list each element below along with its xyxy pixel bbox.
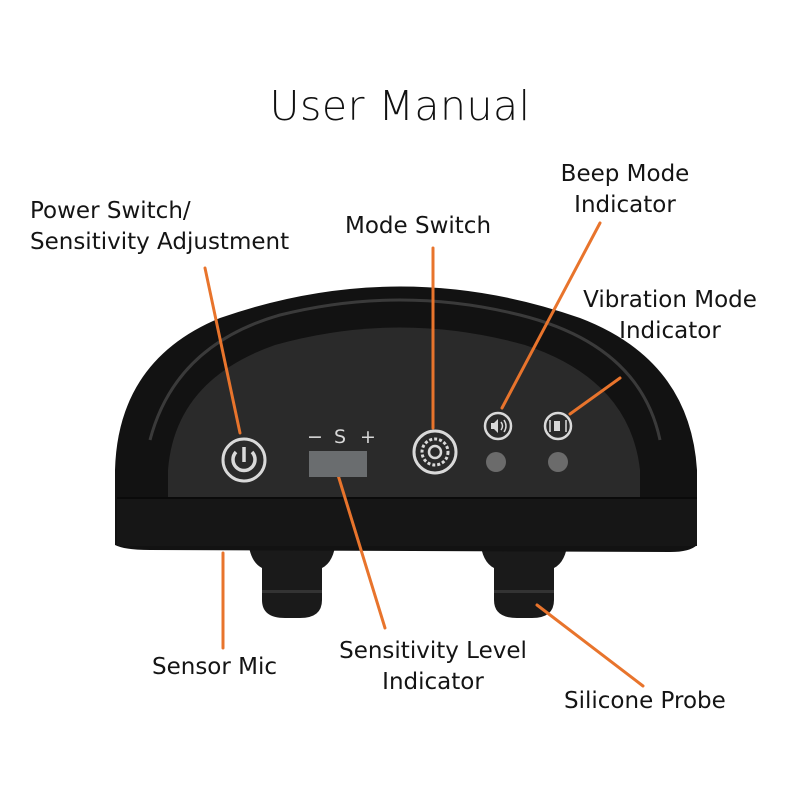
callout-lines: [203, 221, 645, 688]
sensitivity-minus-label: −: [307, 426, 323, 448]
gear-mode-icon: [412, 429, 458, 475]
speaker-beep-icon: [483, 411, 513, 441]
label-silicone-probe: Silicone Probe: [564, 688, 726, 714]
silicone-probe-right: [480, 540, 568, 618]
page-title: User Manual: [269, 82, 531, 130]
sensitivity-s-label: S: [334, 426, 347, 448]
sensitivity-plus-label: +: [360, 426, 376, 448]
label-sensitivity-level-indicator: Sensitivity Level Indicator: [339, 638, 527, 695]
sensitivity-level-display: [309, 451, 367, 477]
power-icon: [221, 437, 267, 483]
label-mode-switch: Mode Switch: [345, 213, 492, 239]
vibration-icon: [543, 411, 573, 441]
beep-mode-led: [486, 452, 506, 472]
label-sensor-mic: Sensor Mic: [152, 654, 278, 680]
vibration-mode-led: [548, 452, 568, 472]
label-vibration-mode-indicator: Vibration Mode Indicator: [583, 287, 757, 344]
label-power-switch: Power Switch/ Sensitivity Adjustment: [30, 198, 290, 255]
label-beep-mode-indicator: Beep Mode Indicator: [560, 161, 690, 218]
silicone-probe-left: [248, 540, 336, 618]
